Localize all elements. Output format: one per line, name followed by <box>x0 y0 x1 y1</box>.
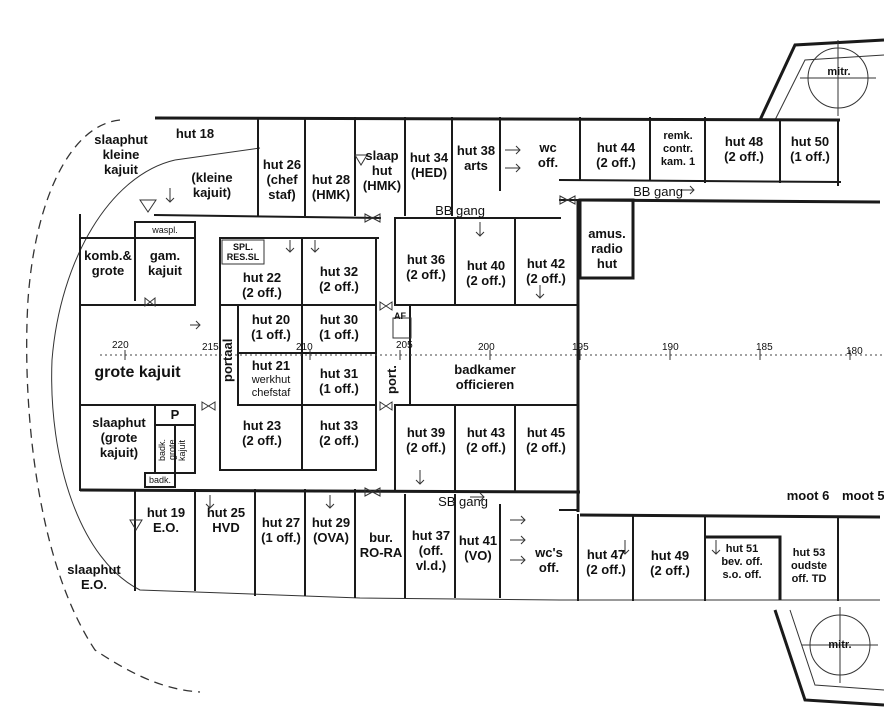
room-slaaphut-hmk: slaap hut (HMK) <box>362 148 402 193</box>
room-badk: badk. <box>148 475 172 485</box>
room-hut-43: hut 43 (2 off.) <box>466 425 506 455</box>
room-waspl: waspl. <box>152 225 178 235</box>
room-kleine-kajuit: (kleine kajuit) <box>191 170 233 200</box>
room-hut-45: hut 45 (2 off.) <box>526 425 566 455</box>
room-hut-36: hut 36 (2 off.) <box>406 252 446 282</box>
room-hut-33: hut 33 (2 off.) <box>319 418 359 448</box>
room-hut-25: hut 25 HVD <box>206 505 246 535</box>
room-wc-off: wc off. <box>537 140 559 170</box>
room-hut-28: hut 28 (HMK) <box>311 172 351 202</box>
room-hut-20: hut 20 (1 off.) <box>251 312 291 342</box>
room-badkamer-officieren: badkamer officieren <box>454 362 516 392</box>
room-hut-29: hut 29 (OVA) <box>311 515 351 545</box>
room-hut-39: hut 39 (2 off.) <box>406 425 446 455</box>
room-hut-32: hut 32 (2 off.) <box>319 264 359 294</box>
room-badk-grote-kajuit: badk. grote kajuit <box>157 438 187 462</box>
frame-195: 195 <box>572 342 589 353</box>
room-hut-26: hut 26 (chef staf) <box>262 157 302 202</box>
door-arrows <box>165 145 721 565</box>
room-komb-grote: komb.& grote <box>84 248 132 278</box>
label-moot-5: moot 5 <box>842 488 884 503</box>
room-hut-31: hut 31 (1 off.) <box>319 366 359 396</box>
frame-220: 220 <box>112 340 129 351</box>
frame-200: 200 <box>478 342 495 353</box>
label-mitr-top: mitr. <box>827 66 851 78</box>
corridor-sb-gang: SB gang <box>438 494 488 509</box>
room-hut-30: hut 30 (1 off.) <box>319 312 359 342</box>
room-spl-res: SPL. RES.SL <box>226 242 260 262</box>
room-port: port. <box>384 365 399 395</box>
frame-215: 215 <box>202 342 219 353</box>
room-hut-51: hut 51 bev. off. s.o. off. <box>721 543 763 581</box>
room-portaal: portaal <box>220 338 235 382</box>
room-hut-53: hut 53 oudste off. TD <box>790 547 828 585</box>
room-hut-19: hut 19 E.O. <box>146 505 186 535</box>
room-wcs-off: wc's off. <box>535 545 563 575</box>
room-gam-kajuit: gam. kajuit <box>148 248 182 278</box>
room-hut-22: hut 22 (2 off.) <box>242 270 282 300</box>
room-amus-radio-hut: amus. radio hut <box>588 226 626 271</box>
room-slaaphut-grote-kajuit: slaaphut (grote kajuit) <box>92 415 146 460</box>
room-hut-21: hut 21 <box>251 358 291 373</box>
frame-190: 190 <box>662 342 679 353</box>
room-slaaphut-kleine-kajuit: slaaphut kleine kajuit <box>94 132 148 177</box>
room-hut-41: hut 41 (VO) <box>458 533 498 563</box>
room-hut-42: hut 42 (2 off.) <box>526 256 566 286</box>
room-slaaphut-eo: slaaphut E.O. <box>67 562 121 592</box>
room-hut-38: hut 38 arts <box>456 143 496 173</box>
frame-210: 210 <box>296 342 313 353</box>
room-bur-ro-ra: bur. RO-RA <box>359 530 403 560</box>
room-hut-50: hut 50 (1 off.) <box>790 134 830 164</box>
label-moot-6: moot 6 <box>786 488 830 503</box>
frame-180: 180 <box>846 346 863 357</box>
room-hut-27: hut 27 (1 off.) <box>261 515 301 545</box>
room-hut-48: hut 48 (2 off.) <box>724 134 764 164</box>
room-remk-contr: remk. contr. kam. 1 <box>660 130 696 168</box>
label-mitr-bottom: mitr. <box>828 639 852 651</box>
room-p: P <box>170 407 180 422</box>
room-hut-34: hut 34 (HED) <box>409 150 449 180</box>
room-hut-49: hut 49 (2 off.) <box>650 548 690 578</box>
room-hut-44: hut 44 (2 off.) <box>596 140 636 170</box>
frame-205: 205 <box>396 340 413 351</box>
room-grote-kajuit: grote kajuit <box>94 364 181 381</box>
room-hut-47: hut 47 (2 off.) <box>586 547 626 577</box>
room-werkhut-chefstaf: werkhut chefstaf <box>251 374 291 399</box>
corridor-bb-gang-2: BB gang <box>633 184 683 199</box>
room-hut-23: hut 23 (2 off.) <box>242 418 282 448</box>
room-af: AF <box>394 311 406 321</box>
corridor-bb-gang-1: BB gang <box>435 203 485 218</box>
room-hut-18: hut 18 <box>175 126 215 141</box>
room-hut-37: hut 37 (off. vl.d.) <box>411 528 451 573</box>
deck-curve <box>51 159 880 601</box>
room-hut-40: hut 40 (2 off.) <box>466 258 506 288</box>
frame-185: 185 <box>756 342 773 353</box>
hull-outline <box>26 119 201 693</box>
